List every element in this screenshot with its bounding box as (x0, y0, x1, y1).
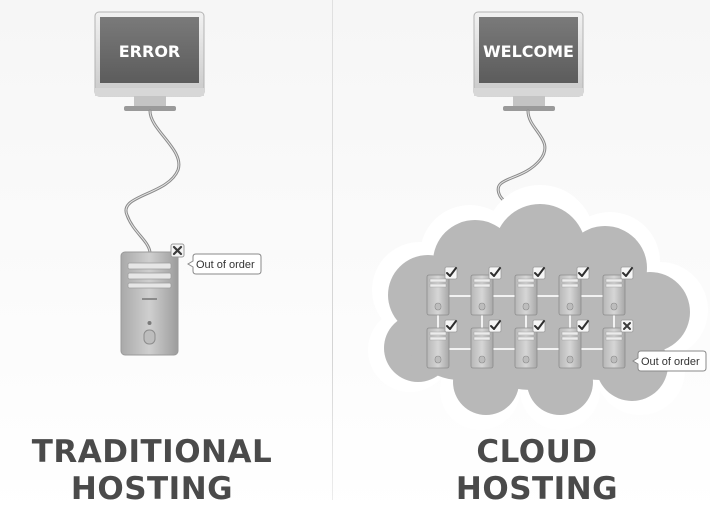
title-line-1: CLOUD (476, 434, 598, 470)
cloud-server (514, 327, 538, 369)
cloud-server (602, 327, 626, 369)
left-screen-text: ERROR (119, 42, 181, 61)
cloud-server (470, 274, 494, 316)
checkmark-icon (620, 266, 634, 280)
left-monitor: ERROR (94, 11, 205, 111)
cloud-server (602, 274, 626, 316)
checkmark-icon (488, 266, 502, 280)
title-line-2: HOSTING (70, 471, 234, 507)
right-screen-text: WELCOME (483, 42, 574, 61)
cloud-server (426, 327, 450, 369)
cloud-server-network (426, 266, 634, 369)
cloud-shape (368, 185, 708, 430)
cloud-server (470, 327, 494, 369)
left-cable (124, 109, 181, 254)
left-server-tower (120, 251, 179, 356)
checkmark-icon (532, 319, 546, 333)
x-mark-icon (620, 319, 634, 333)
cloud-server (558, 327, 582, 369)
right-monitor: WELCOME (473, 11, 584, 111)
cloud-hosting-title: CLOUD HOSTING (387, 434, 687, 508)
checkmark-icon (444, 319, 458, 333)
right-status-callout: Out of order (632, 350, 707, 372)
checkmark-icon (576, 319, 590, 333)
left-callout-text: Out of order (196, 259, 255, 271)
checkmark-icon (444, 266, 458, 280)
title-line-1: TRADITIONAL (31, 434, 273, 470)
checkmark-icon (532, 266, 546, 280)
title-line-2: HOSTING (455, 471, 619, 507)
checkmark-icon (488, 319, 502, 333)
left-status-callout: Out of order (187, 253, 262, 275)
cloud-server (558, 274, 582, 316)
cloud-server (426, 274, 450, 316)
right-callout-text: Out of order (641, 356, 700, 368)
cloud-server (514, 274, 538, 316)
checkmark-icon (576, 266, 590, 280)
left-x-mark-icon (170, 243, 185, 258)
section-divider (332, 0, 333, 500)
traditional-hosting-title: TRADITIONAL HOSTING (2, 434, 302, 508)
